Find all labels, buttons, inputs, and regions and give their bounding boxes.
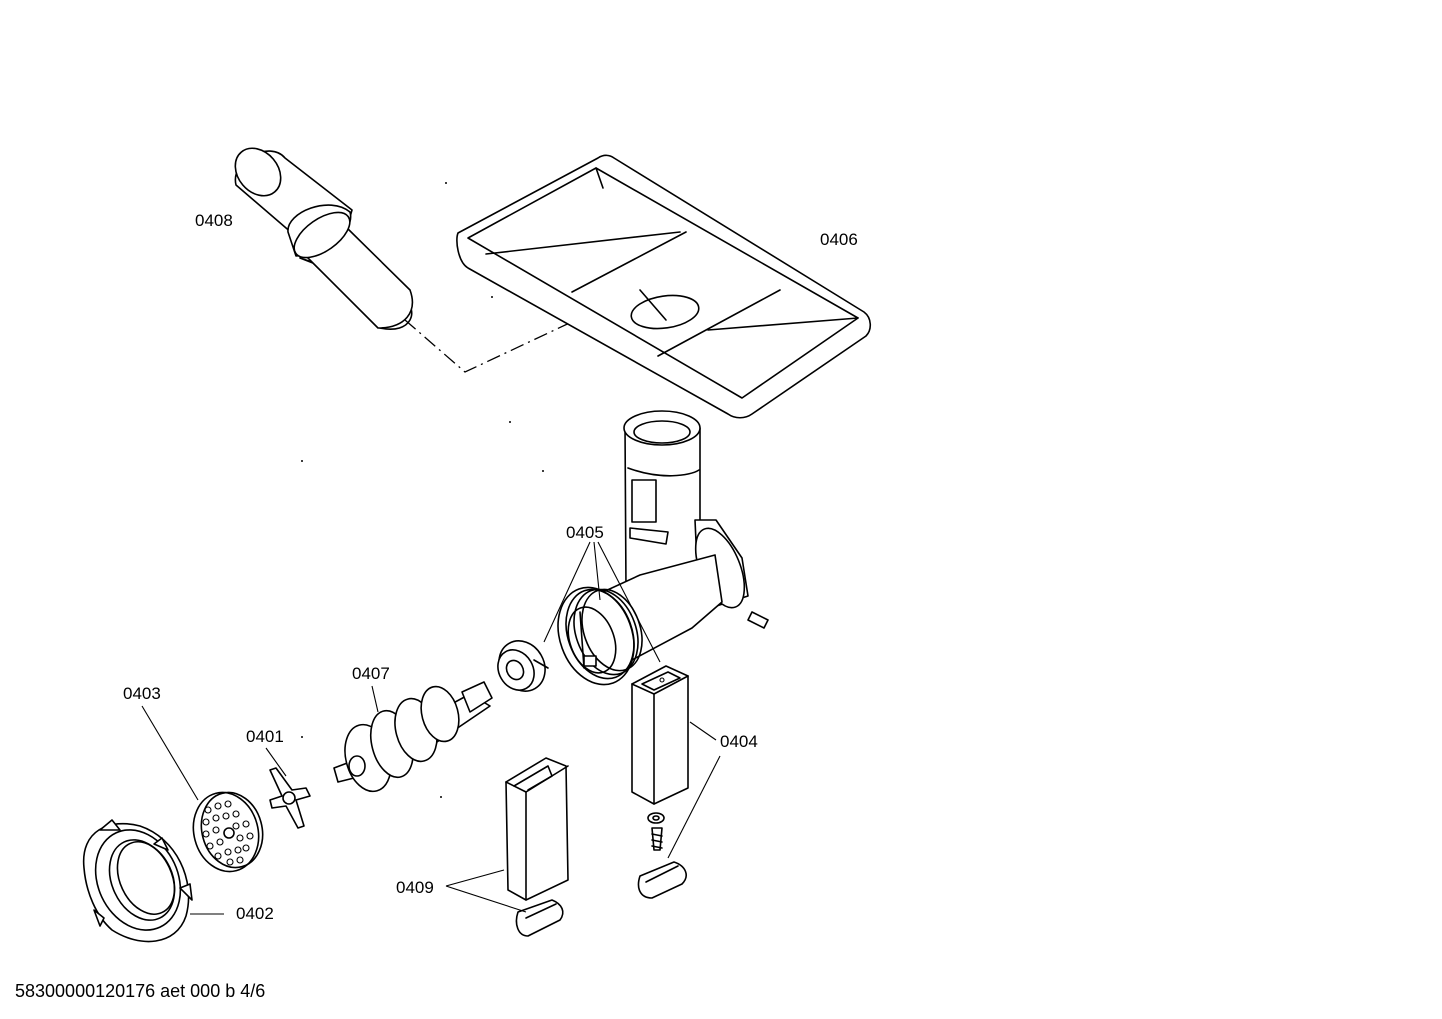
part-0408-pusher: [234, 147, 414, 331]
part-0404-foot: [631, 665, 689, 899]
part-0401-knife: [269, 767, 311, 829]
label-0403: 0403: [123, 684, 161, 703]
stray-dots: [301, 182, 544, 798]
part-0405-bearing: [497, 640, 549, 692]
document-footer-code: 58300000120176 aet 000 b 4/6: [15, 981, 265, 1001]
label-0406: 0406: [820, 230, 858, 249]
label-0409: 0409: [396, 878, 434, 897]
part-0406-tray: [456, 154, 872, 419]
part-0405-housing: [557, 410, 769, 686]
leader-lines: [141, 541, 721, 915]
label-0404: 0404: [720, 732, 758, 751]
part-0403-perforated-disc: [192, 791, 264, 873]
part-0409-foot: [505, 757, 569, 937]
part-0407-worm-screw: [333, 681, 493, 793]
part-0402-ring-nut: [82, 819, 193, 943]
label-0407: 0407: [352, 664, 390, 683]
label-0408: 0408: [195, 211, 233, 230]
label-0405: 0405: [566, 523, 604, 542]
label-0401: 0401: [246, 727, 284, 746]
label-0402: 0402: [236, 904, 274, 923]
